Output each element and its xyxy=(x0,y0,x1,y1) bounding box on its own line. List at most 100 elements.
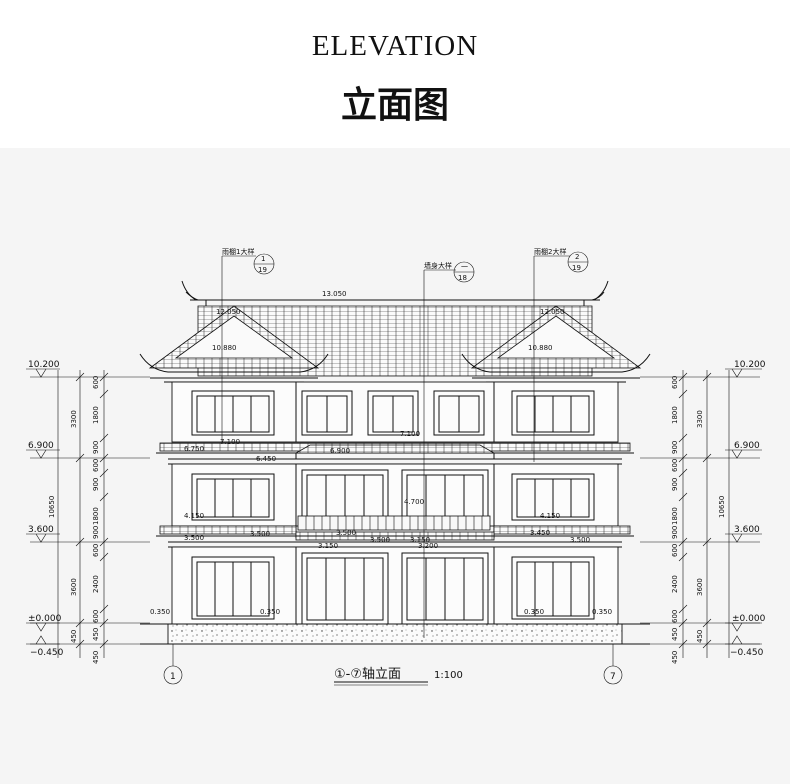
building-elevation xyxy=(139,280,651,645)
svg-text:0.350: 0.350 xyxy=(592,608,612,616)
detail-callout-2: 墙身大样 一 18 xyxy=(423,261,475,638)
svg-text:1800: 1800 xyxy=(92,406,100,424)
left-inner-dimension-labels: 600 1800 900 600 900 1800 900 600 2400 6… xyxy=(92,376,100,641)
svg-text:2: 2 xyxy=(575,253,579,261)
svg-text:600: 600 xyxy=(671,610,679,623)
svg-text:600: 600 xyxy=(671,376,679,389)
left-level-top: 10.200 xyxy=(26,360,60,378)
header: ELEVATION 立面图 xyxy=(0,0,790,148)
svg-text:1800: 1800 xyxy=(671,507,679,525)
left-level-second: 6.900 xyxy=(26,441,60,459)
svg-text:7.100: 7.100 xyxy=(220,438,240,446)
right-level-base: −0.450 xyxy=(725,635,764,658)
svg-text:雨棚2大样: 雨棚2大样 xyxy=(534,247,566,256)
svg-text:3.600: 3.600 xyxy=(28,525,54,535)
svg-text:900: 900 xyxy=(92,526,100,539)
svg-text:6.750: 6.750 xyxy=(184,445,204,453)
svg-text:13.050: 13.050 xyxy=(322,290,347,298)
svg-text:3.500: 3.500 xyxy=(250,530,270,538)
axis-left: 1 xyxy=(163,644,183,685)
right-level-ground: ±0.000 xyxy=(725,614,766,632)
first-floor-openings xyxy=(191,552,595,625)
detail-callout-1: 雨棚1大样 1 19 xyxy=(221,247,275,444)
svg-text:1800: 1800 xyxy=(92,507,100,525)
right-outer-dimension-labels: 3300 10650 3600 450 450 xyxy=(671,410,726,664)
left-level-first: 3.600 xyxy=(26,525,60,543)
svg-text:1: 1 xyxy=(261,255,265,263)
right-level-first: 3.600 xyxy=(725,525,762,543)
svg-text:−0.450: −0.450 xyxy=(730,648,764,658)
svg-text:6.900: 6.900 xyxy=(28,441,54,451)
building-elevation-marks: 13.050 12.050 12.050 10.880 10.880 6.750… xyxy=(150,290,612,616)
svg-text:900: 900 xyxy=(671,478,679,491)
axis-right: 7 xyxy=(603,644,623,685)
svg-text:6.900: 6.900 xyxy=(330,447,350,455)
svg-text:12.050: 12.050 xyxy=(540,308,565,316)
svg-text:7: 7 xyxy=(610,672,616,682)
svg-text:3.150: 3.150 xyxy=(318,542,338,550)
svg-text:3.450: 3.450 xyxy=(530,529,550,537)
svg-text:600: 600 xyxy=(92,610,100,623)
svg-text:600: 600 xyxy=(671,459,679,472)
svg-text:3.600: 3.600 xyxy=(734,525,760,535)
third-floor-windows xyxy=(191,390,595,436)
svg-text:19: 19 xyxy=(572,264,581,272)
svg-text:3600: 3600 xyxy=(696,578,704,596)
left-level-base: −0.450 xyxy=(26,635,64,658)
svg-text:900: 900 xyxy=(92,441,100,454)
svg-text:一: 一 xyxy=(461,263,468,271)
svg-text:3300: 3300 xyxy=(696,410,704,428)
svg-text:10.880: 10.880 xyxy=(528,344,553,352)
svg-text:±0.000: ±0.000 xyxy=(732,614,766,624)
svg-text:0.350: 0.350 xyxy=(524,608,544,616)
svg-text:450: 450 xyxy=(671,628,679,641)
svg-text:0.350: 0.350 xyxy=(150,608,170,616)
svg-text:3.150: 3.150 xyxy=(410,536,430,544)
svg-text:10.200: 10.200 xyxy=(28,360,60,370)
svg-text:900: 900 xyxy=(671,441,679,454)
svg-text:3.200: 3.200 xyxy=(418,542,438,550)
svg-text:2400: 2400 xyxy=(671,575,679,593)
svg-text:7.100: 7.100 xyxy=(400,430,420,438)
svg-text:3300: 3300 xyxy=(70,410,78,428)
drawing-caption: ①-⑦轴立面 1:100 xyxy=(334,667,463,686)
svg-text:−0.450: −0.450 xyxy=(30,648,64,658)
right-level-top: 10.200 xyxy=(725,360,766,378)
svg-text:4.150: 4.150 xyxy=(184,512,204,520)
title-chinese: 立面图 xyxy=(340,84,449,126)
svg-text:4.700: 4.700 xyxy=(404,498,424,506)
svg-text:19: 19 xyxy=(258,266,267,274)
left-outer-dimension-labels: 3300 10650 3600 450 450 xyxy=(48,410,100,664)
right-inner-dimension-labels: 600 1800 900 600 900 1800 900 600 2400 6… xyxy=(671,376,679,641)
svg-text:4.150: 4.150 xyxy=(540,512,560,520)
svg-text:450: 450 xyxy=(92,651,100,664)
drawing-panel: 10.200 6.900 3.600 ±0.000 −0.450 600 180… xyxy=(0,148,790,784)
svg-text:450: 450 xyxy=(70,630,78,643)
title-english: ELEVATION xyxy=(311,30,479,62)
svg-text:600: 600 xyxy=(92,544,100,557)
second-floor-eave xyxy=(156,442,634,465)
svg-text:900: 900 xyxy=(671,526,679,539)
svg-text:10.880: 10.880 xyxy=(212,344,237,352)
detail-callout-3: 雨棚2大样 2 19 xyxy=(533,247,589,462)
svg-text:3.500: 3.500 xyxy=(336,529,356,537)
svg-text:3600: 3600 xyxy=(70,578,78,596)
svg-text:3.500: 3.500 xyxy=(370,536,390,544)
svg-text:450: 450 xyxy=(696,630,704,643)
svg-text:①-⑦轴立面: ①-⑦轴立面 xyxy=(334,667,401,682)
svg-text:10650: 10650 xyxy=(718,496,726,518)
svg-text:0.350: 0.350 xyxy=(260,608,280,616)
left-level-ground: ±0.000 xyxy=(26,614,62,632)
svg-text:3.500: 3.500 xyxy=(570,536,590,544)
svg-text:2400: 2400 xyxy=(92,575,100,593)
svg-text:600: 600 xyxy=(671,544,679,557)
svg-text:1800: 1800 xyxy=(671,406,679,424)
svg-text:900: 900 xyxy=(92,478,100,491)
right-dimensions: 10.200 6.900 3.600 ±0.000 −0.450 600 180… xyxy=(640,360,766,664)
stone-plinth xyxy=(167,623,623,645)
svg-text:墙身大样: 墙身大样 xyxy=(424,261,452,270)
balcony-railing xyxy=(297,515,491,531)
svg-text:600: 600 xyxy=(92,459,100,472)
svg-text:6.450: 6.450 xyxy=(256,455,276,463)
svg-text:450: 450 xyxy=(671,651,679,664)
